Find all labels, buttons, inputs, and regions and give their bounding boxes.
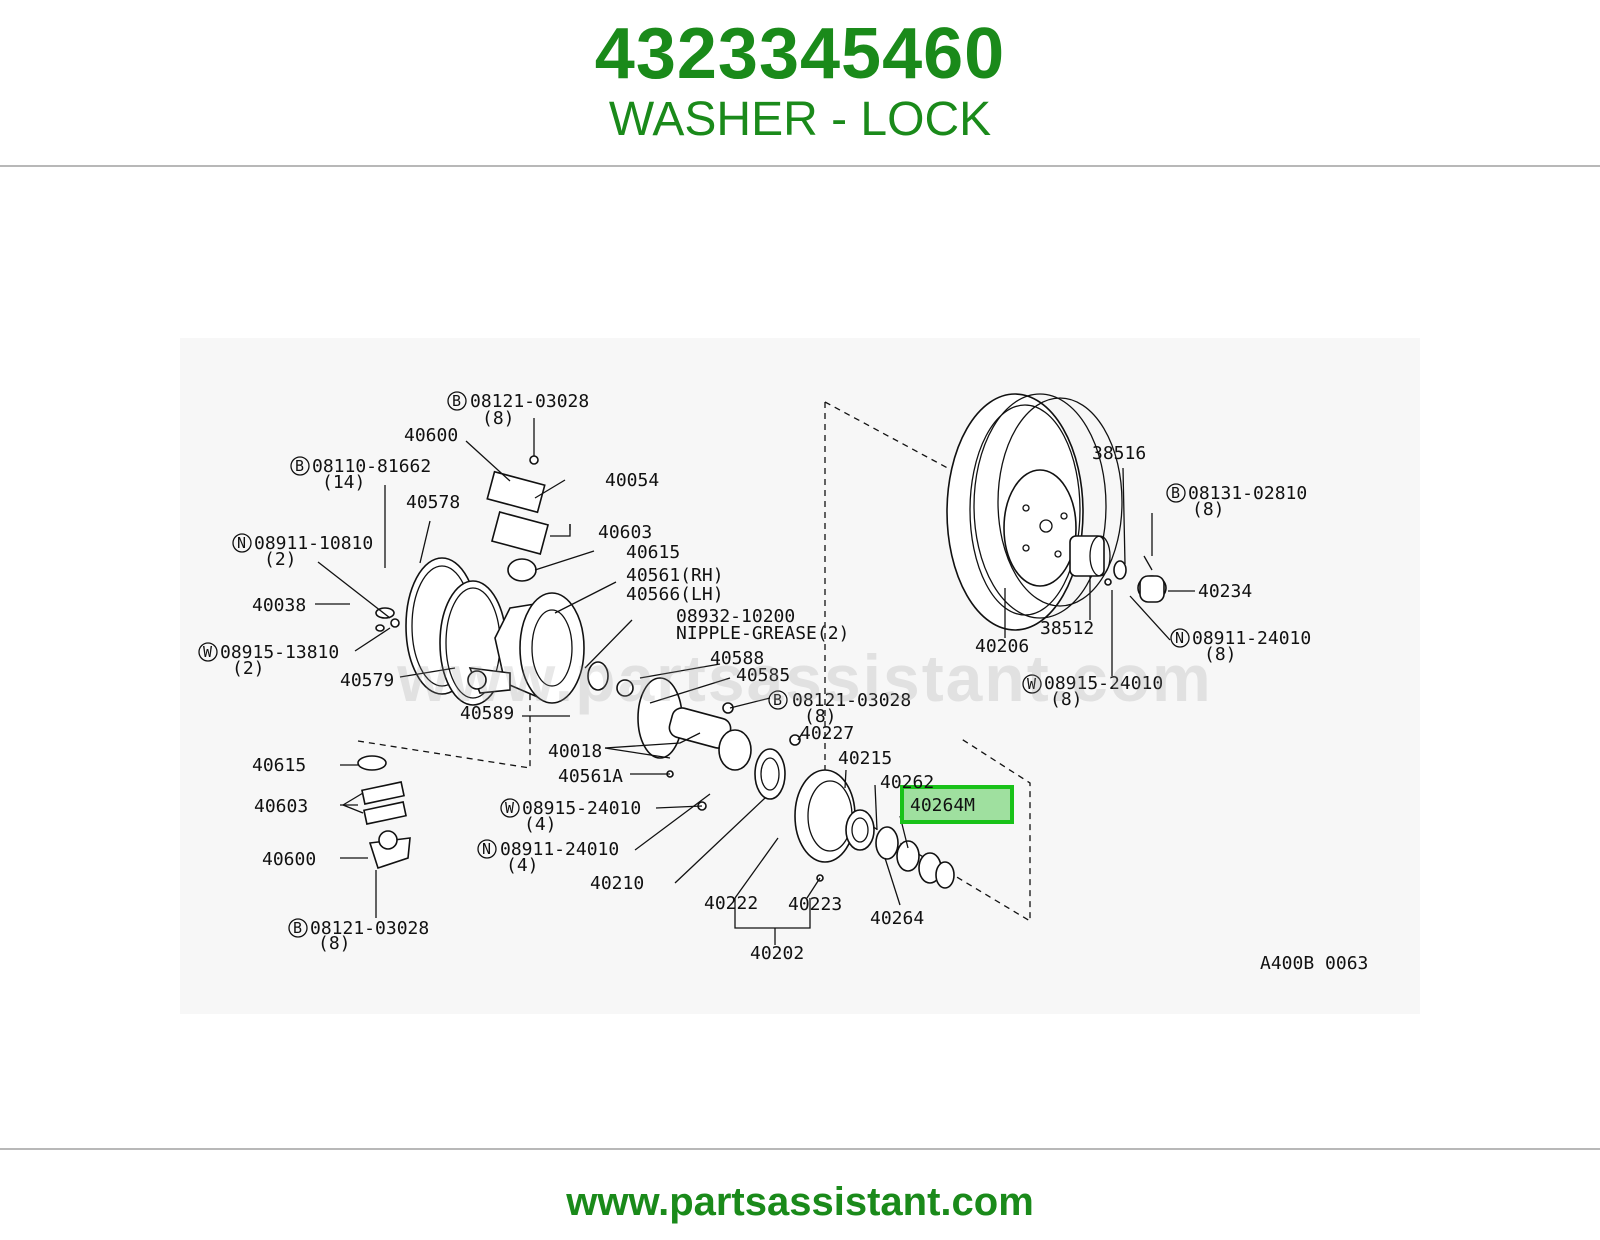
part-label: 40600 [404, 425, 458, 446]
part-label: 40054 [605, 470, 659, 491]
badge-w: W [1022, 674, 1042, 694]
badge-n: N [232, 533, 252, 553]
part-label: 40600 [262, 849, 316, 870]
part-label: (8) [482, 408, 515, 429]
lower-group-outline [357, 618, 531, 769]
svg-text:N: N [1175, 629, 1184, 647]
footer-divider [0, 1148, 1600, 1150]
part-label: 08915-24010 [522, 798, 641, 819]
svg-text:B: B [295, 457, 304, 475]
part-label: 40588 [710, 648, 764, 669]
diagram-ref-code: A400B 0063 [1260, 953, 1368, 974]
badge-n: N [1170, 628, 1190, 648]
part-label: 40018 [548, 741, 602, 762]
part-label: NIPPLE-GREASE(2) [676, 623, 849, 644]
part-label: 08131-02810 [1188, 483, 1307, 504]
part-label: 40262 [880, 772, 934, 793]
part-label: (4) [506, 855, 539, 876]
part-label: 40215 [838, 748, 892, 769]
exploded-view-drawing: B B N W B W N B B N W 08121-03028 (8) 40… [198, 391, 1368, 974]
part-label: 40589 [460, 703, 514, 724]
svg-text:B: B [773, 691, 782, 709]
part-label: 40264 [870, 908, 924, 929]
brake-drum [946, 393, 1123, 631]
part-label: (8) [1192, 499, 1225, 520]
hub-group-outline [824, 402, 1031, 923]
part-label: 08915-24010 [1044, 673, 1163, 694]
svg-text:W: W [505, 799, 515, 817]
part-label: 40603 [254, 796, 308, 817]
drum-outline-edge [824, 401, 956, 473]
drum-hub [1069, 535, 1167, 603]
highlight-label[interactable]: 40264M [910, 795, 975, 816]
part-label: 40615 [252, 755, 306, 776]
svg-text:N: N [482, 840, 491, 858]
part-label: (8) [1050, 689, 1083, 710]
part-label: 40222 [704, 893, 758, 914]
svg-text:B: B [293, 919, 302, 937]
part-label: 08911-24010 [500, 839, 619, 860]
part-label: 40585 [736, 665, 790, 686]
part-label: 40561(RH) [626, 565, 724, 586]
footer-url-link[interactable]: www.partsassistant.com [566, 1180, 1034, 1224]
part-label: 08121-03028 [310, 918, 429, 939]
svg-text:B: B [452, 392, 461, 410]
badge-b: B [1166, 483, 1186, 503]
badge-w: W [198, 642, 218, 662]
part-label: 40579 [340, 670, 394, 691]
part-label: 40227 [800, 723, 854, 744]
part-label: 40210 [590, 873, 644, 894]
lower-kingpin-parts [357, 755, 411, 886]
part-label: (2) [264, 549, 297, 570]
part-label: 40603 [598, 522, 652, 543]
part-label: (8) [804, 706, 837, 727]
svg-text:B: B [1171, 484, 1180, 502]
part-label: 40561A [558, 766, 623, 787]
axle-hub-parts [587, 661, 955, 889]
part-label: 40566(LH) [626, 584, 724, 605]
highlight-box[interactable] [900, 785, 1014, 824]
parts-diagram: B B N W B W N B B N W 08121-03028 (8) 40… [180, 338, 1420, 1014]
part-label: (14) [322, 472, 365, 493]
badge-w: W [500, 798, 520, 818]
part-label: 40206 [975, 636, 1029, 657]
badge-b: B [768, 690, 788, 710]
part-label: (4) [524, 814, 557, 835]
part-label: 08915-13810 [220, 642, 339, 663]
part-label: (8) [1204, 644, 1237, 665]
badge-b: B [447, 391, 467, 411]
svg-text:W: W [203, 643, 213, 661]
steering-knuckle [375, 455, 585, 706]
svg-text:W: W [1027, 675, 1037, 693]
part-label: 08121-03028 [792, 690, 911, 711]
part-label: (2) [232, 658, 265, 679]
badge-b: B [290, 456, 310, 476]
part-label: 38512 [1040, 618, 1094, 639]
part-label: 38516 [1092, 443, 1146, 464]
part-label: 40038 [252, 595, 306, 616]
part-label: 08932-10200 [676, 606, 795, 627]
badge-n: N [477, 839, 497, 859]
part-label: (8) [318, 933, 351, 954]
part-label: 40578 [406, 492, 460, 513]
part-number-title: 4323345460 [594, 14, 1006, 94]
svg-text:N: N [237, 534, 246, 552]
part-label: 08110-81662 [312, 456, 431, 477]
part-label: 08121-03028 [470, 391, 589, 412]
header-divider [0, 165, 1600, 167]
part-name-subtitle: WASHER - LOCK [608, 93, 992, 146]
part-label: 40234 [1198, 581, 1252, 602]
part-label: 40202 [750, 943, 804, 964]
header: 4323345460 WASHER - LOCK [0, 0, 1600, 168]
part-label: 40615 [626, 542, 680, 563]
badge-b: B [288, 918, 308, 938]
leader-lines [315, 418, 1195, 945]
part-label: 40223 [788, 894, 842, 915]
part-label: 08911-24010 [1192, 628, 1311, 649]
part-label: 08911-10810 [254, 533, 373, 554]
